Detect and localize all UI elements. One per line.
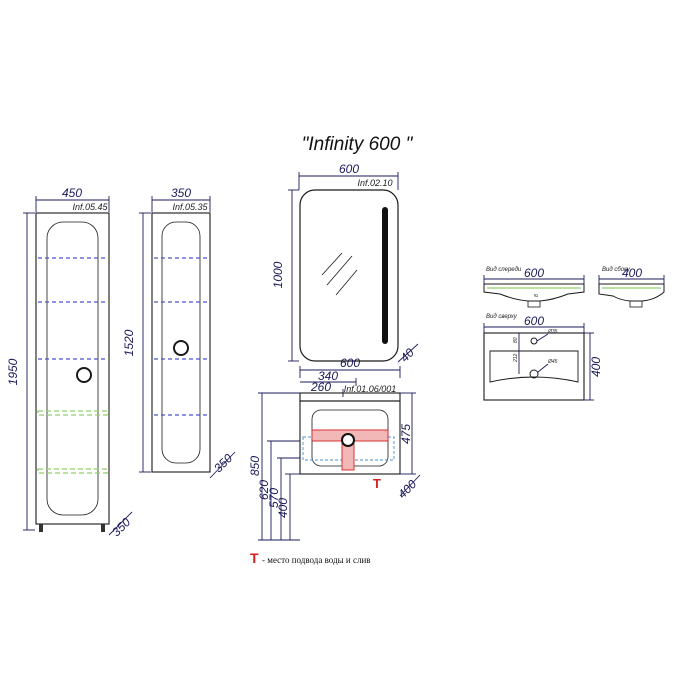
knob-icon [76,367,92,383]
vanity-body [299,400,401,475]
mirror-panel [299,189,399,362]
narrow-cabinet-body [151,212,211,473]
led-strip [382,207,388,344]
cabinet-leg [39,524,43,532]
basin-hole2: Ø45 [547,359,558,365]
basin-front-width: 600 [524,266,544,280]
basin-hole1: Ø35 [547,329,558,335]
narrow-cabinet-model: Inf.05.35 [172,202,208,212]
tall-cabinet-depth: 350 [109,515,133,539]
basin-top-outline [483,332,585,401]
vanity-height-620: 620 [257,480,271,500]
basin-bowl [489,350,579,383]
vanity-height-570: 570 [267,488,281,508]
vanity-dim-260: 260 [310,380,331,394]
drain-hole-icon [529,369,539,379]
tall-cabinet: 450 Inf.05.45 1950 350 [6,186,133,539]
basin-side-view: Вид сбоку 400 [598,266,665,308]
basin-side-shape [598,283,665,302]
legend-text: - место подвода воды и слив [262,555,371,565]
basin-front-dim-small: 8 [534,294,540,297]
mirror-depth: 40 [397,345,417,365]
vanity: 600 340 260 Inf.01.06/001 T 850 620 570 … [248,356,421,541]
basin-drain [527,300,541,308]
mirror-height: 1000 [271,261,285,288]
mirror-width: 600 [339,162,359,176]
faucet-hole-icon [530,337,538,345]
basin-dim-80: 80 [513,337,519,343]
tall-cabinet-door [46,221,99,516]
tall-cabinet-model: Inf.05.45 [72,202,108,212]
basin-front-label: Вид спереди [486,267,522,273]
drawing-title: "Infinity 600 " [302,134,414,155]
vanity-width: 600 [340,356,360,370]
narrow-cabinet: 350 Inf.05.35 1520 350 [122,186,235,479]
connection-marker: T [373,476,381,491]
vanity-dim-340: 340 [318,369,338,383]
drain-icon [341,433,355,447]
glass-shelf [37,410,108,416]
tall-cabinet-width: 450 [62,186,82,200]
basin-front-shape [483,283,585,302]
vanity-depth: 400 [395,477,419,501]
basin-top-width: 600 [524,314,544,328]
vanity-height-400: 400 [276,498,290,518]
tall-cabinet-height: 1950 [6,358,20,385]
basin-side-width: 400 [622,266,642,280]
vanity-basin-top [299,392,401,402]
basin-dim-212: 212 [513,353,519,363]
narrow-cabinet-width: 350 [171,186,191,200]
basin-top-depth: 400 [589,357,603,377]
narrow-cabinet-height: 1520 [122,329,136,356]
basin-drain [629,300,643,308]
knob-icon [173,340,189,356]
legend: T - место подвода воды и слив [250,550,371,566]
cabinet-leg [101,524,105,532]
basin-front-view: Вид спереди 600 8 [483,266,585,308]
narrow-cabinet-door [161,221,201,464]
basin-top-label: Вид сверху [486,314,518,320]
legend-marker: T [250,550,259,566]
narrow-cabinet-depth: 350 [211,451,235,475]
vanity-model: Inf.01.06/001 [344,384,397,394]
mirror-model: Inf.02.10 [357,178,392,188]
glass-shelf [37,468,108,474]
vanity-height-850: 850 [248,456,262,476]
basin-top-view: Вид сверху 600 Ø35 Ø45 80 212 400 [483,314,603,401]
mirror: 600 Inf.02.10 1000 40 [271,162,419,365]
vanity-body-height: 475 [399,424,413,444]
basin-side-label: Вид сбоку [602,267,631,273]
